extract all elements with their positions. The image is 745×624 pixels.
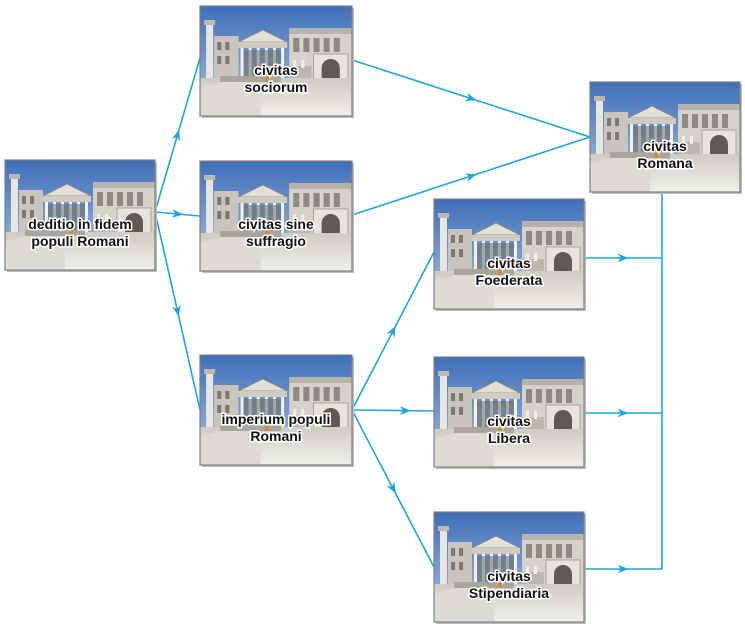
node-label-line: civitas [254, 62, 298, 78]
edge-imperium-libera [351, 409, 435, 412]
node-frame [433, 356, 585, 468]
node-label-line: suffragio [246, 233, 306, 249]
node-label-line: civitas [487, 568, 531, 584]
node-label-line: sociorum [244, 79, 307, 95]
node-label-line: Stipendiaria [469, 585, 549, 601]
edges [154, 57, 663, 574]
node-label-line: imperium populi [222, 411, 331, 427]
forum-image [433, 198, 585, 310]
node-label-line: deditio in fidem [28, 216, 131, 232]
node-label-line: Romana [637, 155, 692, 171]
node-frame [4, 159, 156, 271]
forum-image [433, 356, 585, 468]
node-label-line: Romani [250, 428, 301, 444]
node-frame [589, 81, 741, 193]
node-frame [199, 160, 353, 272]
forum-image [433, 511, 585, 623]
node-frame [433, 511, 585, 623]
forum-image [4, 159, 156, 271]
node-label-line: populi Romani [31, 233, 128, 249]
forum-image [199, 354, 353, 466]
node-frame [433, 198, 585, 310]
node-label-line: civitas [487, 255, 531, 271]
node-label-line: civitas [487, 413, 531, 429]
forum-image [589, 81, 741, 193]
node-label-line: Foederata [476, 272, 543, 288]
node-label-line: civitas [643, 138, 687, 154]
node-label-line: Libera [488, 430, 530, 446]
node-label-line: civitas sine [238, 216, 314, 232]
node-frame [199, 354, 353, 466]
forum-image [199, 5, 353, 117]
node-frame [199, 5, 353, 117]
